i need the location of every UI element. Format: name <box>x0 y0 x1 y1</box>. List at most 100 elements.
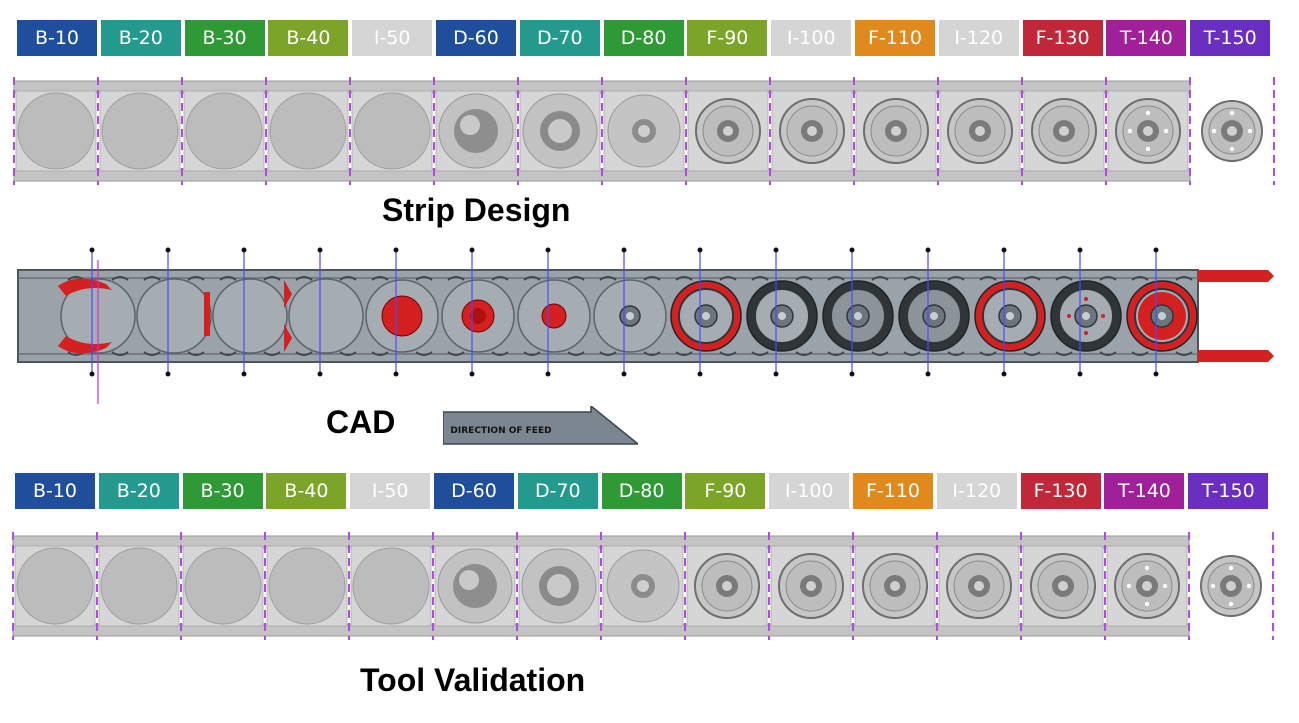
cad-dimension-point <box>773 247 779 253</box>
cad-dimension-point <box>241 371 247 377</box>
strip-part <box>854 545 936 627</box>
station-label: F-130 <box>1022 20 1103 56</box>
strip-part <box>1106 545 1188 627</box>
strip-part <box>434 545 516 627</box>
station-label: I-120 <box>938 20 1019 56</box>
cad-station-part <box>58 276 136 356</box>
station-label: T-150 <box>1190 20 1271 56</box>
station-label: F-130 <box>1020 473 1101 509</box>
cad-dimension-point <box>621 247 627 253</box>
cad-strip-row <box>17 247 1274 404</box>
strip-part <box>267 90 349 172</box>
station-label: D-80 <box>601 473 682 509</box>
cad-dimension-point <box>545 371 551 377</box>
strip-part <box>771 90 853 172</box>
strip-part <box>99 90 181 172</box>
strip-part <box>98 545 180 627</box>
strip-part <box>855 90 937 172</box>
strip-part <box>351 90 433 172</box>
cad-dimension-point <box>1001 371 1007 377</box>
cad-dimension-point <box>165 371 171 377</box>
station-label: B-30 <box>182 473 263 509</box>
station-label: B-40 <box>268 20 349 56</box>
strip-part <box>1023 90 1105 172</box>
cad-dimension-point <box>1077 371 1083 377</box>
station-label: T-140 <box>1106 20 1187 56</box>
strip-part <box>182 545 264 627</box>
station-label: F-110 <box>853 473 933 509</box>
station-label: B-10 <box>17 20 97 56</box>
strip-part <box>687 90 769 172</box>
station-label: F-90 <box>687 20 768 56</box>
cad-dimension-point <box>317 371 323 377</box>
station-label: I-100 <box>771 20 852 56</box>
strip-part <box>602 545 684 627</box>
station-label: D-60 <box>434 473 514 509</box>
strip-part <box>1107 90 1189 172</box>
cad-dimension-point <box>849 371 855 377</box>
strip-part <box>519 90 601 172</box>
station-label: T-150 <box>1188 473 1269 509</box>
strip-part <box>350 545 432 627</box>
cad-station-part <box>441 276 515 356</box>
cad-station-part <box>288 276 364 356</box>
tool-validation-caption: Tool Validation <box>360 662 586 698</box>
strip-part <box>770 545 852 627</box>
cad-dimension-point <box>469 247 475 253</box>
strip-part <box>686 545 768 627</box>
strip-part <box>939 90 1021 172</box>
strip-part <box>518 545 600 627</box>
station-label: I-50 <box>350 473 431 509</box>
cad-dimension-point <box>697 371 703 377</box>
strip-part <box>14 545 96 627</box>
cad-dimension-point <box>89 371 95 377</box>
cad-station-part <box>898 276 970 356</box>
station-label: B-20 <box>98 473 179 509</box>
cad-dimension-point <box>165 247 171 253</box>
cad-dimension-point <box>469 371 475 377</box>
cad-dimension-point <box>697 247 703 253</box>
strip-part <box>183 90 265 172</box>
station-label: D-70 <box>519 20 600 56</box>
cad-station-part <box>365 276 439 356</box>
cad-station-part <box>212 276 292 356</box>
cad-station-part <box>593 276 667 356</box>
strip-part <box>15 90 97 172</box>
station-label: B-10 <box>15 473 95 509</box>
strip-part <box>435 90 517 172</box>
cad-dimension-point <box>1153 371 1159 377</box>
cad-dimension-point <box>1153 247 1159 253</box>
cad-dimension-point <box>849 247 855 253</box>
cad-dimension-point <box>317 247 323 253</box>
cad-station-part <box>136 276 212 356</box>
strip-part <box>938 545 1020 627</box>
station-label: I-120 <box>936 473 1017 509</box>
cad-dimension-point <box>1077 247 1083 253</box>
station-label: B-30 <box>184 20 265 56</box>
strip-part <box>1200 555 1262 617</box>
strip-part <box>1201 100 1263 162</box>
cad-dimension-point <box>1001 247 1007 253</box>
strip-part <box>266 545 348 627</box>
station-label: F-110 <box>855 20 935 56</box>
station-label: D-60 <box>436 20 516 56</box>
cad-dimension-point <box>545 247 551 253</box>
station-label: B-40 <box>266 473 347 509</box>
station-label: I-100 <box>769 473 850 509</box>
station-label: F-90 <box>685 473 766 509</box>
strip-part <box>1022 545 1104 627</box>
cad-dimension-point <box>925 371 931 377</box>
cad-dimension-point <box>89 247 95 253</box>
station-label: I-50 <box>352 20 433 56</box>
strip-part <box>603 90 685 172</box>
cad-station-part <box>746 276 818 356</box>
station-label: T-140 <box>1104 473 1185 509</box>
cad-dimension-point <box>773 371 779 377</box>
cad-dimension-point <box>925 247 931 253</box>
cad-caption: CAD <box>326 404 396 440</box>
tool-validation-row <box>12 532 1274 640</box>
station-label: D-70 <box>517 473 598 509</box>
cad-dimension-point <box>241 247 247 253</box>
